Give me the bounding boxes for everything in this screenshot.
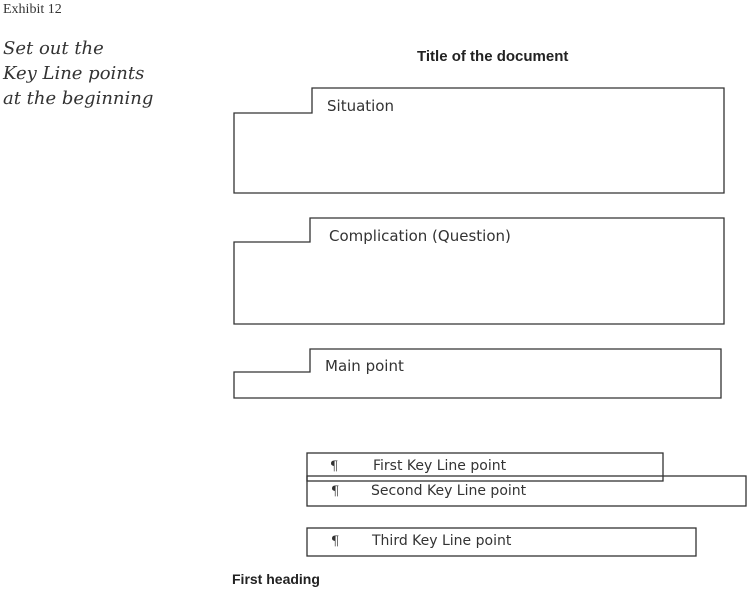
section-situation-label: Situation bbox=[327, 97, 395, 115]
key-line-point-2: Second Key Line point bbox=[371, 483, 527, 499]
section-main-point-label: Main point bbox=[325, 357, 404, 375]
complication-frame bbox=[233, 217, 725, 325]
pilcrow-icon: ¶ bbox=[331, 484, 340, 499]
pilcrow-icon: ¶ bbox=[330, 459, 339, 474]
first-heading: First heading bbox=[232, 571, 320, 587]
section-complication-label: Complication (Question) bbox=[329, 227, 511, 245]
key-line-1-frame bbox=[306, 452, 664, 482]
caption-line-3: at the beginning bbox=[3, 88, 154, 109]
main-point-frame bbox=[233, 348, 722, 399]
key-line-point-3: Third Key Line point bbox=[372, 533, 512, 549]
caption-line-1: Set out the bbox=[3, 38, 104, 59]
key-line-point-1: First Key Line point bbox=[373, 458, 507, 474]
situation-frame bbox=[233, 87, 725, 194]
caption-line-2: Key Line points bbox=[3, 63, 145, 84]
caption: Set out the Key Line points at the begin… bbox=[3, 36, 203, 111]
pilcrow-icon: ¶ bbox=[331, 534, 340, 549]
document-title: Title of the document bbox=[417, 48, 569, 65]
exhibit-label: Exhibit 12 bbox=[3, 2, 62, 17]
key-line-3-frame bbox=[306, 527, 697, 557]
key-line-2-frame bbox=[306, 475, 747, 507]
